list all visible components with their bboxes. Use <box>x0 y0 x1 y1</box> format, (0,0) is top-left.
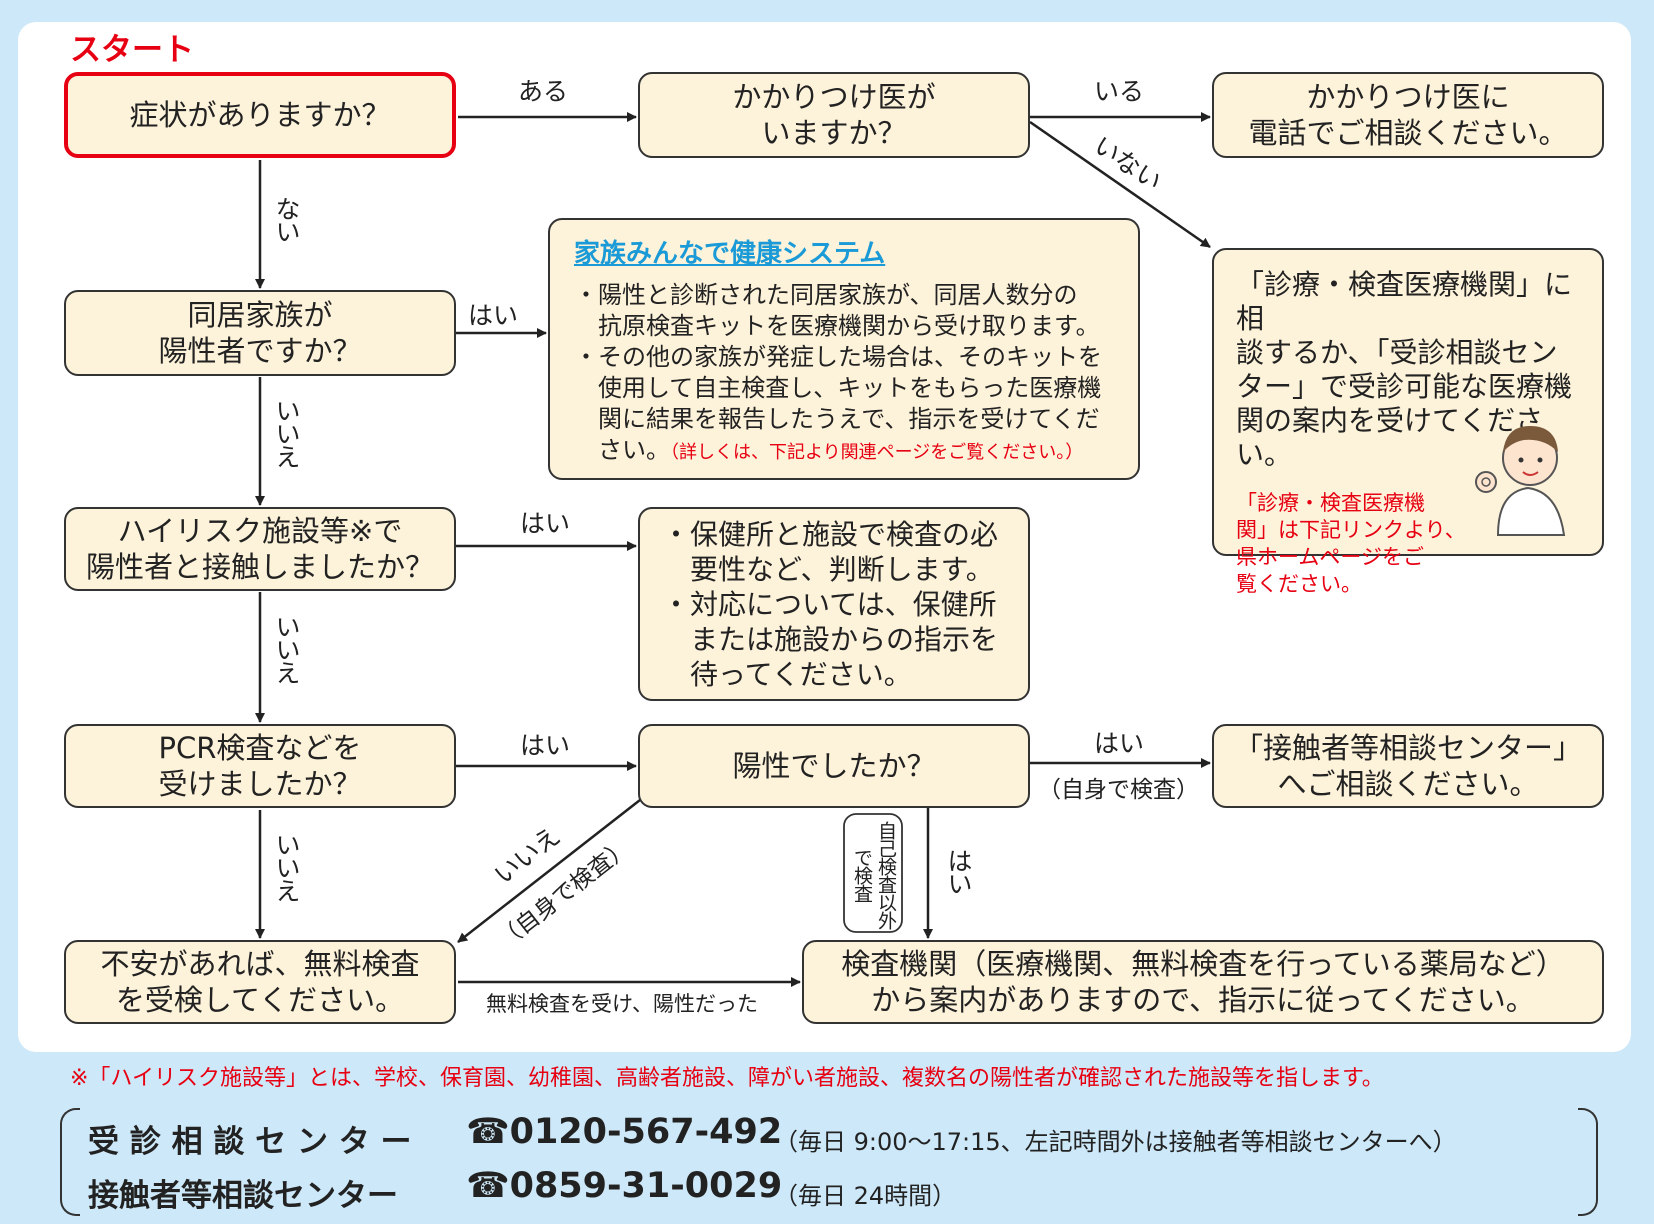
node-q-symptom: 症状がありますか？ <box>64 72 456 158</box>
node-q-doctor: かかりつけ医が いますか？ <box>638 72 1030 158</box>
node-a-consult-center: 「診療・検査医療機関」に相 談するか、「受診相談セン ター」で受診可能な医療機 … <box>1212 248 1604 596</box>
edge-label-iie-highrisk: いいえ <box>272 614 301 683</box>
edge-label-self-test: （自身で検査） <box>1038 777 1199 803</box>
arrow-doctor-consult <box>1029 120 1211 249</box>
contact-bracket-right <box>1578 1108 1598 1216</box>
node-q-pcr: PCR検査などを 受けましたか？ <box>64 724 456 808</box>
node-a-call-doctor: かかりつけ医に 電話でご相談ください。 <box>1212 72 1604 158</box>
contact-name-2: 接触者等相談センター <box>88 1178 398 1214</box>
node-q-family: 同居家族が 陽性者ですか？ <box>64 290 456 376</box>
edge-label-hai-family: はい <box>468 301 519 330</box>
footnote: ※「ハイリスク施設等」とは、学校、保育園、幼稚園、高齢者施設、障がい者施設、複数… <box>70 1066 1384 1091</box>
edge-label-hai-pcr: はい <box>520 731 571 760</box>
edge-label-hai-org: はい <box>944 848 973 894</box>
node-a-free-test: 不安があれば、無料検査 を受検してください。 <box>64 940 456 1024</box>
contact-hours-1: （毎日 9:00～17:15、左記時間外は接触者等相談センターへ） <box>774 1128 1457 1156</box>
node-a-contact-center: 「接触者等相談センター」 へご相談ください。 <box>1212 724 1604 808</box>
doctor-illustration-icon <box>1475 426 1566 536</box>
family-bullet-2-wrap: ・その他の家族が発症した場合は、そのキットを 使用して自主検査し、キットをもらっ… <box>574 342 1102 468</box>
contact-name-1: 受 診 相 談 セ ン タ ー <box>88 1124 412 1160</box>
edge-label-hai-positive: はい <box>1094 729 1145 758</box>
consult-center-text: 「診療・検査医療機関」に相 談するか、「受診相談セン ター」で受診可能な医療機 … <box>1236 268 1573 471</box>
edge-label-iie-family: いいえ <box>272 398 301 467</box>
contact-bracket-left <box>60 1108 80 1216</box>
other-test-bracket <box>843 813 903 933</box>
node-family-system: 家族みんなで健康システム ・陽性と診断された同居家族が、同居人数分の 抗原検査キ… <box>548 218 1140 480</box>
node-q-positive: 陽性でしたか？ <box>638 724 1030 808</box>
edge-label-iru: いる <box>1094 77 1145 106</box>
start-label: スタート <box>70 32 194 68</box>
edge-label-aru: ある <box>518 77 569 106</box>
family-system-title: 家族みんなで健康システム <box>574 239 886 269</box>
edge-label-other-test: 自己検査以外で検査 <box>851 821 897 929</box>
node-q-highrisk: ハイリスク施設等※で 陽性者と接触しましたか？ <box>64 507 456 591</box>
family-note: （詳しくは、下記より関連ページをご覧ください。） <box>670 442 1084 463</box>
family-bullet-2: ・その他の家族が発症した場合は、そのキットを 使用して自主検査し、キットをもらっ… <box>574 343 1102 464</box>
contact-phone-1[interactable]: ☎0120-567-492 <box>466 1112 783 1152</box>
edge-label-iie-pcr: いいえ <box>272 832 301 901</box>
family-bullet-1: ・陽性と診断された同居家族が、同居人数分の 抗原検査キットを医療機関から受け取り… <box>574 281 1100 340</box>
edge-label-hai-highrisk: はい <box>520 509 571 538</box>
arrow-positive-free <box>457 799 641 943</box>
edge-label-free-positive: 無料検査を受け、陽性だった <box>486 992 758 1016</box>
contact-hours-2: （毎日 24時間） <box>774 1182 957 1210</box>
consult-center-note: 「診療・検査医療機 関」は下記リンクより、 県ホームページをご 覧ください。 <box>1236 491 1466 596</box>
node-a-health-center: ・保健所と施設で検査の必 要性など、判断します。 ・対応については、保健所 また… <box>638 507 1030 701</box>
edge-label-nai: ない <box>272 196 301 242</box>
contact-phone-2[interactable]: ☎0859-31-0029 <box>466 1166 783 1206</box>
node-a-testing-org: 検査機関（医療機関、無料検査を行っている薬局など） から案内がありますので、指示… <box>802 940 1604 1024</box>
